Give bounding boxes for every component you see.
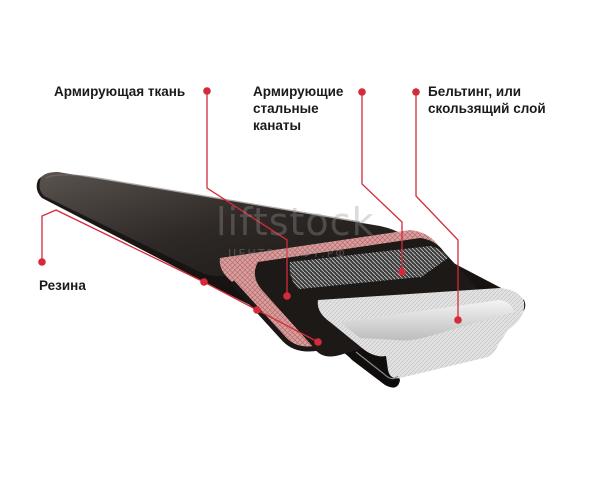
leader-steel: [361, 92, 403, 272]
label-belting-layer: Бельтинг, или скользящий слой: [428, 83, 546, 117]
label-rubber: Резина: [39, 277, 86, 294]
label-reinforcing-fabric: Армирующая ткань: [54, 83, 185, 100]
dot-steel-end: [398, 268, 406, 276]
watermark-subtext: ЦЕНТР ЛИФТ.РФ: [228, 247, 347, 260]
dot-rubber-mid2: [253, 306, 261, 314]
dot-steel-top: [358, 88, 366, 96]
dot-belting-top: [412, 88, 420, 96]
belting-layer: [317, 288, 525, 380]
leader-rubber: [41, 209, 319, 343]
label-steel-line1: Армирующие: [253, 84, 344, 99]
label-belting-line2: скользящий слой: [428, 101, 546, 116]
label-belting-line1: Бельтинг, или: [428, 84, 522, 99]
dot-rubber-mid1: [200, 278, 208, 286]
leader-dots: [38, 87, 462, 346]
label-steel-line3: канаты: [253, 118, 302, 133]
watermark-logo: liftstock: [216, 200, 375, 244]
label-fabric-text: Армирующая ткань: [54, 84, 186, 99]
dot-fabric-end: [283, 292, 291, 300]
leader-lines: [41, 91, 459, 343]
dot-fabric-top: [203, 87, 211, 95]
dot-rubber-top: [38, 258, 46, 266]
leader-fabric: [206, 91, 288, 296]
dot-rubber-end: [314, 338, 322, 346]
steel-cords-layer: [289, 246, 448, 291]
dot-belting-end: [454, 316, 462, 324]
leader-belting: [415, 92, 459, 320]
label-steel-line2: стальные: [253, 101, 319, 116]
label-steel-cords: Армирующие стальные канаты: [253, 83, 343, 134]
label-rubber-text: Резина: [39, 278, 86, 293]
